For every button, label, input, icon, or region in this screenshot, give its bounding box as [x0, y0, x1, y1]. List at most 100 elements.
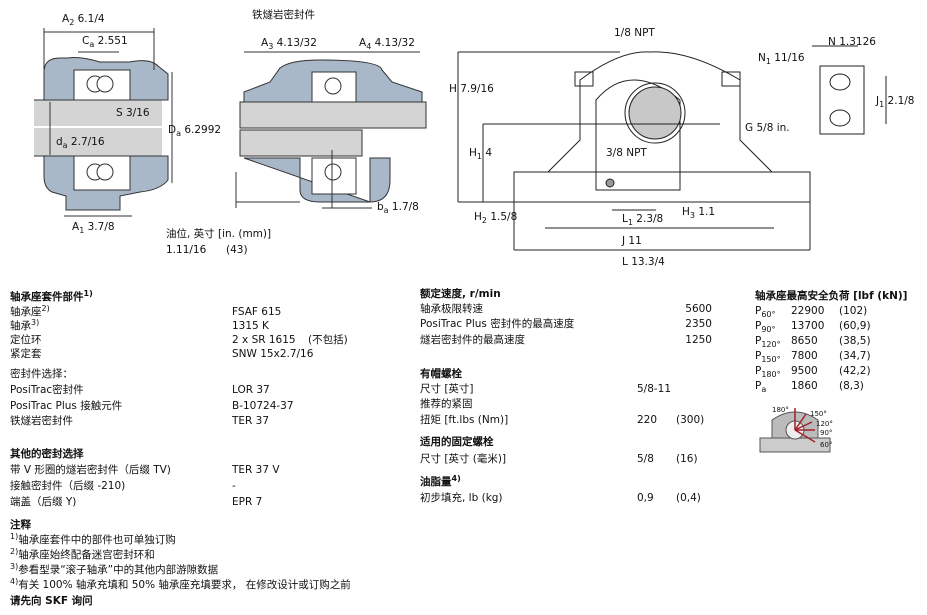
speed-label: PosiTrac Plus 密封件的最高速度 [420, 318, 575, 330]
load-kn: (8,3) [839, 380, 864, 392]
speed-heading: 额定速度, r/min [420, 288, 501, 300]
speed-value: 2350 [685, 318, 712, 330]
fix-bolts-size: 5/8 [637, 453, 654, 465]
dim-a2: A2 6.1/4 [62, 13, 105, 27]
load-label: P180° [755, 365, 781, 379]
note-item: 1)轴承座套件中的部件也可单独订购 [10, 532, 176, 547]
fix-bolts-size-label: 尺寸 [英寸 (毫米)] [420, 453, 507, 465]
cap-bolts-rec-label: 推荐的紧固 [420, 398, 473, 410]
note-item: 3)参看型录“滚子轴承”中的其他内部游隙数据 [10, 562, 219, 577]
angle-180: 180° [772, 406, 789, 414]
dim-j: J 11 [622, 235, 642, 247]
load-lbf: 7800 [791, 350, 818, 362]
other-seal-label: 接触密封件（后缀 -210) [10, 480, 126, 492]
dim-ba: ba 1.7/8 [377, 201, 419, 215]
arrow-120 [794, 421, 813, 431]
dim-j1: J1 2.1/8 [876, 95, 915, 109]
dim-l1: L1 2.3/8 [622, 213, 664, 227]
seal-section-drawing [235, 51, 427, 209]
kit-row-value: SNW 15x2.7/16 [232, 348, 314, 360]
kit-row-value: 1315 K [232, 320, 269, 332]
notes-heading: 注释 [10, 519, 31, 531]
dim-a4: A4 4.13/32 [359, 37, 415, 51]
seal-drawing-title: 铁燧岩密封件 [252, 9, 315, 21]
technical-drawings [34, 28, 887, 251]
load-lbf: 13700 [791, 320, 825, 332]
seal-choice-label: PosiTrac密封件 [10, 384, 84, 396]
angle-150: 150° [810, 410, 827, 418]
other-seal-label: 端盖（后缀 Y) [10, 496, 77, 508]
oil-level-label: 油位, 英寸 [in. (mm)] [166, 228, 272, 240]
dim-g: G 5/8 in. [745, 122, 790, 134]
grease-value: 0,9 [637, 492, 654, 504]
fix-bolts-size-mm: (16) [676, 453, 698, 465]
grease-value-kg: (0,4) [676, 492, 701, 504]
other-seals-heading: 其他的密封选择 [10, 448, 84, 460]
cap-bolts-torque: 220 [637, 414, 658, 426]
fix-bolts-heading: 适用的固定螺栓 [420, 436, 494, 448]
seal-choice-label: PosiTrac Plus 接触元件 [10, 400, 123, 412]
kit-row-label: 定位环 [10, 334, 42, 346]
cap-bolts-torque-nm: (300) [676, 414, 705, 426]
cap-bolts-size-label: 尺寸 [英寸] [420, 383, 474, 395]
dim-a3: A3 4.13/32 [261, 37, 317, 51]
load-kn: (42,2) [839, 365, 871, 377]
dim-da-inner: da 2.7/16 [56, 136, 105, 150]
speed-label: 轴承极限转速 [420, 303, 483, 315]
arrow-150 [794, 413, 807, 431]
kit-row-value: FSAF 615 [232, 306, 282, 318]
seal-choice-value: B-10724-37 [232, 400, 294, 412]
kit-row-label: 紧定套 [10, 348, 42, 360]
oil-level-mm: (43) [226, 244, 248, 256]
front-view-drawing [457, 45, 887, 251]
load-lbf: 9500 [791, 365, 818, 377]
speed-label: 燧岩密封件的最高速度 [420, 334, 525, 346]
kit-row-label: 轴承座2) [10, 304, 50, 319]
load-kn: (34,7) [839, 350, 871, 362]
load-label: P120° [755, 335, 781, 349]
note-item: 4)有关 100% 轴承充填和 50% 轴承座充填要求， 在修改设计或订购之前 [10, 577, 351, 592]
dim-h3: H3 1.1 [682, 206, 716, 220]
oil-level-in: 1.11/16 [166, 244, 207, 256]
seal-choice-heading: 密封件选择： [10, 368, 73, 380]
dim-a1: A1 3.7/8 [72, 221, 115, 235]
load-label: Pa [755, 380, 767, 394]
kit-row-extra: (不包括) [308, 334, 348, 346]
side-section-drawing [34, 28, 173, 217]
loads-heading: 轴承座最高安全负荷 [lbf (kN)] [755, 290, 908, 302]
note-item: 2)轴承座始终配备迷宫密封环和 [10, 547, 155, 562]
dim-ca: Ca 2.551 [82, 35, 128, 49]
angle-90: 90° [820, 429, 833, 437]
load-kn: (60,9) [839, 320, 871, 332]
load-kn: (102) [839, 305, 868, 317]
load-label: P60° [755, 305, 776, 319]
angle-60: 60° [820, 441, 833, 449]
other-seal-value: - [232, 480, 236, 492]
dim-n1: N1 11/16 [758, 52, 805, 66]
grease-heading: 油脂量4) [420, 474, 461, 489]
dim-n: N 1.3126 [828, 36, 876, 48]
dim-s: S 3/16 [116, 107, 150, 119]
other-seal-value: TER 37 V [232, 464, 280, 476]
speed-value: 1250 [685, 334, 712, 346]
load-label: P90° [755, 320, 776, 334]
grease-label: 初步填充, lb (kg) [420, 492, 503, 504]
seal-choice-value: LOR 37 [232, 384, 270, 396]
angle-120: 120° [816, 420, 833, 428]
dim-da-outer: Da 6.2992 [168, 124, 222, 138]
dim-l: L 13.3/4 [622, 256, 665, 268]
dim-h1: H1 4 [469, 147, 493, 161]
dim-npt-top: 1/8 NPT [614, 27, 655, 39]
kit-row-label: 轴承3) [10, 318, 40, 333]
speed-value: 5600 [685, 303, 712, 315]
kit-row-value: 2 x SR 1615 [232, 334, 296, 346]
kit-heading: 轴承座套件部件1) [10, 289, 93, 304]
seal-choice-label: 铁燧岩密封件 [10, 415, 73, 427]
cap-bolts-heading: 有帽螺栓 [420, 368, 462, 380]
arrow-60 [794, 429, 816, 443]
seal-choice-value: TER 37 [232, 415, 270, 427]
load-label: P150° [755, 350, 781, 364]
cap-bolts-torque-label: 扭矩 [ft.lbs (Nm)] [420, 414, 509, 426]
dim-h: H 7.9/16 [449, 83, 494, 95]
